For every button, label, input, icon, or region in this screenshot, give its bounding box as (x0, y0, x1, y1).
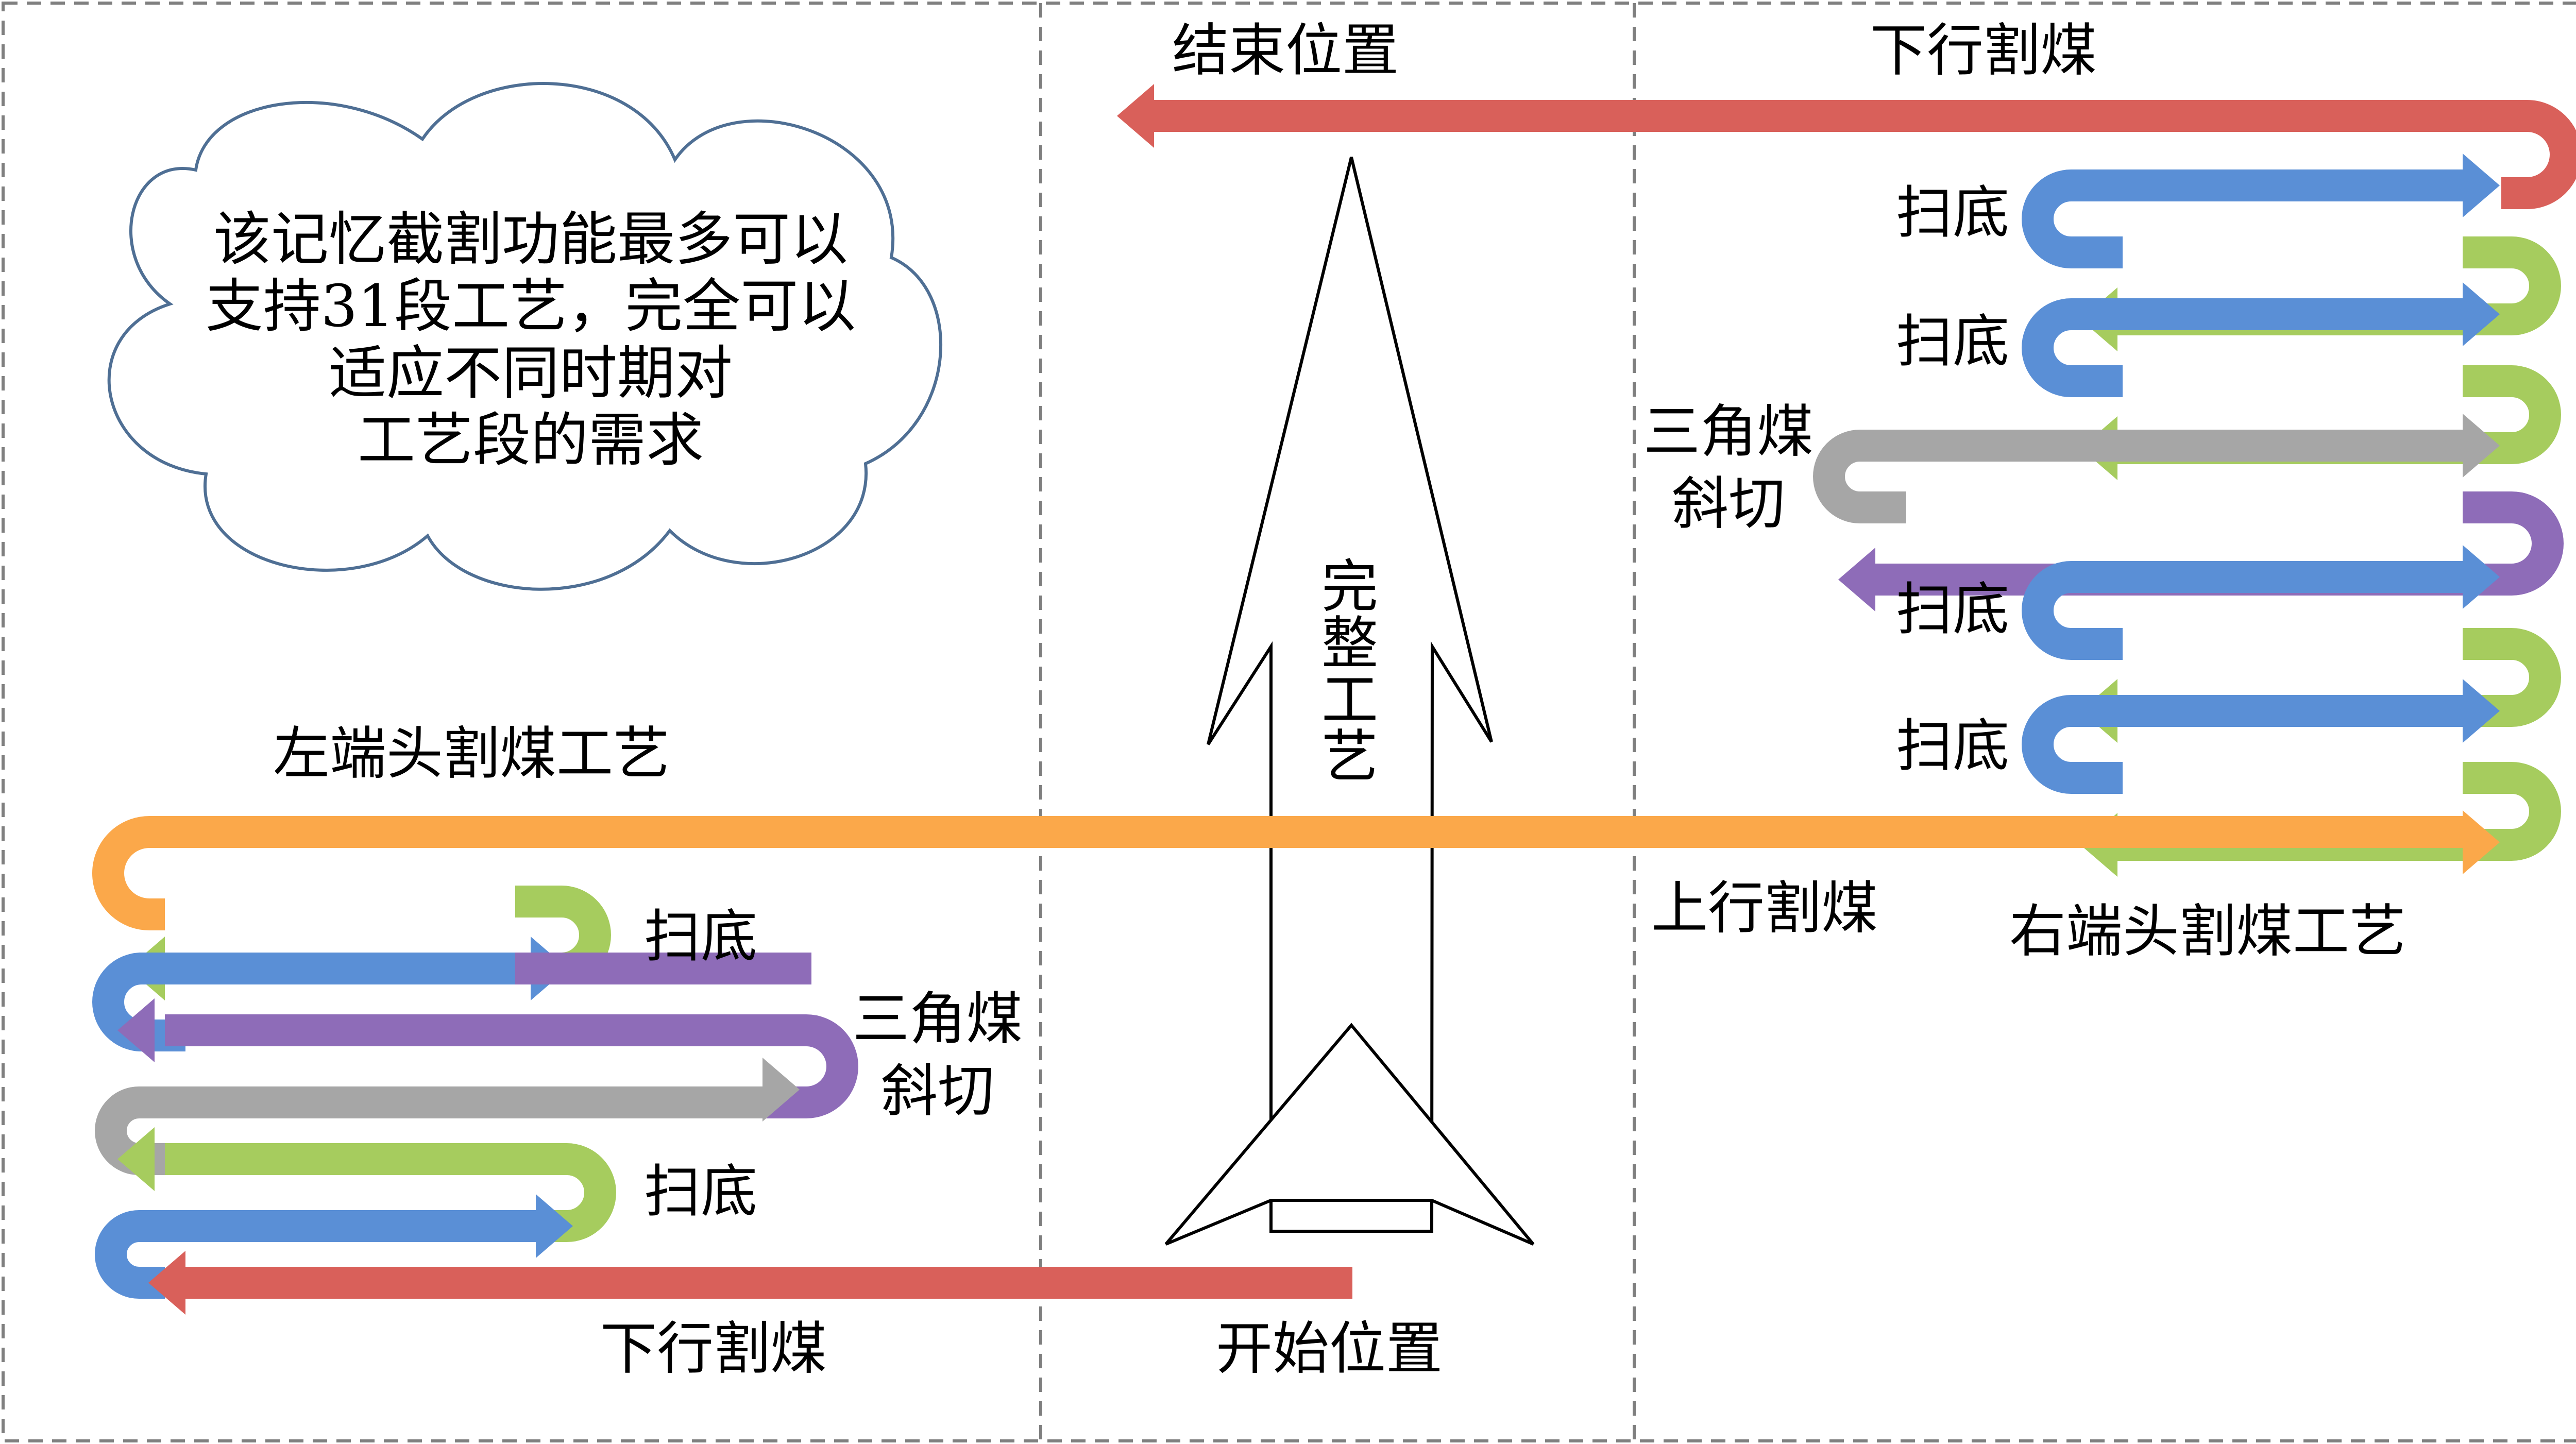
right-green-arrow-2 (2117, 365, 2561, 464)
right-top-red-arrow (1154, 100, 2576, 209)
left-purple-arrow-head (117, 998, 155, 1062)
right-blue-arrow-2-head (2463, 282, 2500, 346)
left-triangle-line1: 三角煤 (853, 986, 1023, 1052)
cloud-line-4: 工艺段的需求 (358, 407, 704, 474)
right-triangle-line1: 三角煤 (1643, 399, 1814, 465)
end-position-label: 结束位置 (1172, 18, 1399, 83)
right-down-cut-label: 下行割煤 (1870, 18, 2097, 83)
right-blue-arrow-1-head (2463, 154, 2500, 217)
cutting-flow (92, 84, 2576, 1315)
cloud-line-1: 该记忆截割功能最多可以 (213, 206, 848, 273)
left-green-arrow-2 (165, 1143, 616, 1242)
orange-up-cut-arrow (92, 816, 2463, 930)
right-blue-arrow-2 (2022, 298, 2463, 397)
right-bottom-sweep-2: 扫底 (1896, 309, 2009, 375)
cloud-line-2: 支持31段工艺，完全可以 (205, 273, 856, 340)
right-green-arrow-3 (2117, 628, 2561, 727)
right-blue-arrow-3 (2022, 561, 2463, 660)
right-blue-arrow-4 (2022, 695, 2463, 794)
right-blue-arrow-1 (2022, 169, 2463, 268)
orange-up-cut-arrow-head (2463, 810, 2500, 874)
cloud-text: 该记忆截割功能最多可以 支持31段工艺，完全可以 适应不同时期对 工艺段的需求 (170, 206, 891, 474)
start-position-label: 开始位置 (1216, 1316, 1443, 1382)
left-bottom-red-arrow-head (148, 1251, 185, 1315)
right-gray-arrow (1813, 430, 2463, 523)
right-purple-arrow (1875, 491, 2564, 596)
left-gray-arrow-head (762, 1058, 800, 1122)
right-purple-arrow-head (1838, 548, 1875, 611)
right-gray-arrow-head (2463, 414, 2500, 478)
right-green-arrow-1 (2117, 236, 2561, 335)
right-bottom-sweep-1: 扫底 (1896, 180, 2009, 246)
right-green-arrow-4 (2117, 762, 2561, 861)
right-up-cut-label: 上行割煤 (1651, 875, 1878, 941)
left-green-arrow-2-head (117, 1127, 155, 1191)
right-blue-arrow-3-head (2463, 545, 2500, 609)
cloud-line-3: 适应不同时期对 (329, 340, 733, 407)
right-process-title: 右端头割煤工艺 (2009, 898, 2406, 964)
cloud-callout (107, 82, 942, 591)
left-down-cut-label: 下行割煤 (600, 1316, 827, 1382)
left-bottom-sweep-1: 扫底 (644, 904, 757, 970)
right-bottom-sweep-4: 扫底 (1896, 713, 2009, 779)
right-blue-arrow-4-head (2463, 679, 2500, 743)
left-process-title: 左端头割煤工艺 (273, 721, 670, 787)
up-arrow-lower (1164, 1023, 1535, 1246)
left-bottom-sweep-2: 扫底 (644, 1159, 757, 1225)
left-blue-arrow-2-head (536, 1194, 573, 1258)
right-triangle-line2: 斜切 (1672, 471, 1785, 537)
right-bottom-sweep-3: 扫底 (1896, 576, 2009, 642)
full-process-label: 完整工艺 (1312, 556, 1378, 783)
left-triangle-line2: 斜切 (881, 1058, 994, 1124)
right-top-red-arrow-head (1117, 84, 1154, 148)
left-blue-arrow-2 (95, 1210, 536, 1299)
left-purple-arrow (165, 1014, 858, 1118)
up-arrow-upper (1207, 157, 1493, 1233)
